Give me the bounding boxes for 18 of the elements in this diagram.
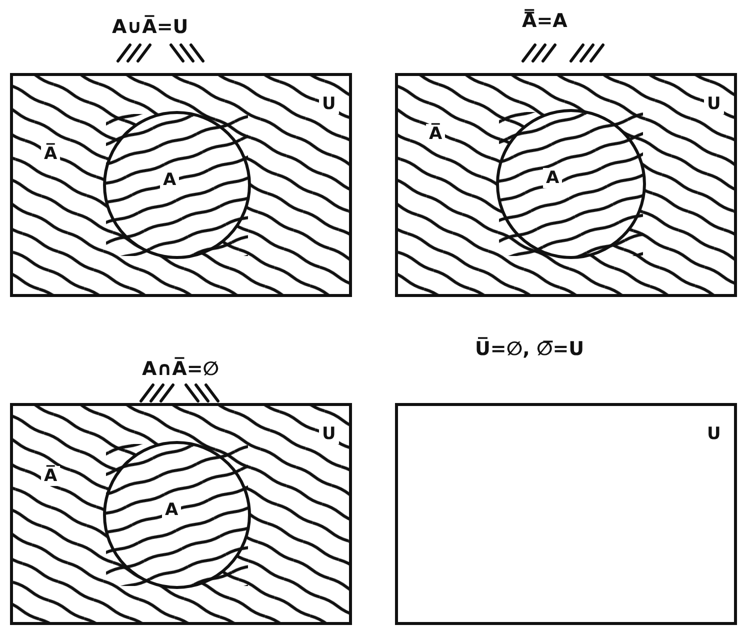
- set-label: U: [319, 94, 339, 114]
- identity-formula: A̿=A: [522, 10, 568, 32]
- universe-rectangle: [10, 73, 352, 297]
- set-circle: [103, 111, 251, 259]
- set-label: A̅: [41, 466, 60, 486]
- universe-rectangle: [10, 403, 352, 625]
- set-label: A: [162, 500, 182, 520]
- set-label: A: [160, 170, 180, 190]
- set-label: U: [319, 424, 339, 444]
- set-label: U: [704, 94, 724, 114]
- set-label: A: [543, 168, 562, 188]
- identity-formula: A∩A̅=∅: [142, 358, 220, 380]
- set-circle: [496, 109, 646, 259]
- universe-rectangle: [395, 73, 737, 297]
- universe-rectangle: [395, 403, 737, 625]
- identity-formula: A∪A̅=U: [112, 16, 188, 38]
- identity-formula: U̅=∅, ∅̅=U: [475, 338, 584, 360]
- set-circle: [103, 441, 251, 589]
